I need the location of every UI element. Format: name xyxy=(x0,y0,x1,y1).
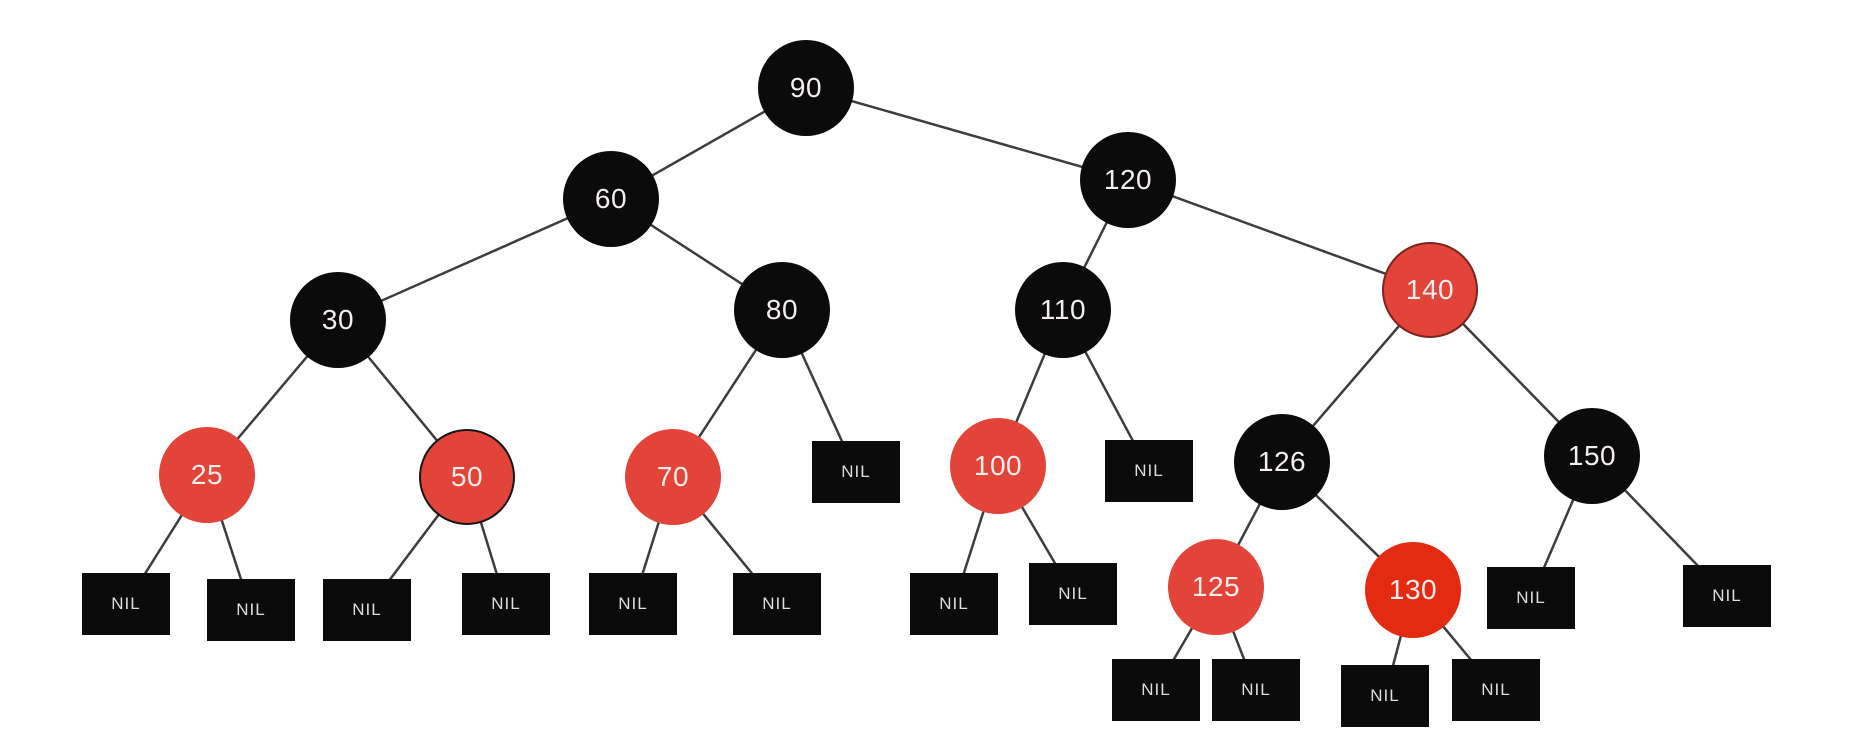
tree-node-110: 110 xyxy=(1015,262,1111,358)
nil-leaf: NIL xyxy=(207,579,295,641)
tree-node-125: 125 xyxy=(1168,539,1264,635)
nil-leaf: NIL xyxy=(1487,567,1575,629)
nil-leaf: NIL xyxy=(1341,665,1429,727)
tree-node-100: 100 xyxy=(950,418,1046,514)
nil-leaf: NIL xyxy=(1212,659,1300,721)
tree-node-80: 80 xyxy=(734,262,830,358)
nil-leaf: NIL xyxy=(1683,565,1771,627)
nil-leaf: NIL xyxy=(1029,563,1117,625)
tree-node-60: 60 xyxy=(563,151,659,247)
tree-node-70: 70 xyxy=(625,429,721,525)
nil-leaf: NIL xyxy=(733,573,821,635)
nil-leaf: NIL xyxy=(323,579,411,641)
tree-node-120: 120 xyxy=(1080,132,1176,228)
nil-leaf: NIL xyxy=(1105,440,1193,502)
tree-node-90: 90 xyxy=(758,40,854,136)
tree-node-50: 50 xyxy=(419,429,515,525)
nil-leaf: NIL xyxy=(589,573,677,635)
tree-node-30: 30 xyxy=(290,272,386,368)
nil-leaf: NIL xyxy=(1452,659,1540,721)
tree-node-140: 140 xyxy=(1382,242,1478,338)
nil-leaf: NIL xyxy=(82,573,170,635)
nil-leaf: NIL xyxy=(1112,659,1200,721)
tree-node-126: 126 xyxy=(1234,414,1330,510)
tree-node-130: 130 xyxy=(1365,542,1461,638)
nil-leaf: NIL xyxy=(910,573,998,635)
tree-edge xyxy=(805,86,1129,182)
tree-node-25: 25 xyxy=(159,427,255,523)
nil-leaf: NIL xyxy=(462,573,550,635)
tree-edge xyxy=(337,197,612,322)
tree-node-150: 150 xyxy=(1544,408,1640,504)
nil-leaf: NIL xyxy=(812,441,900,503)
tree-edge xyxy=(1127,178,1431,292)
